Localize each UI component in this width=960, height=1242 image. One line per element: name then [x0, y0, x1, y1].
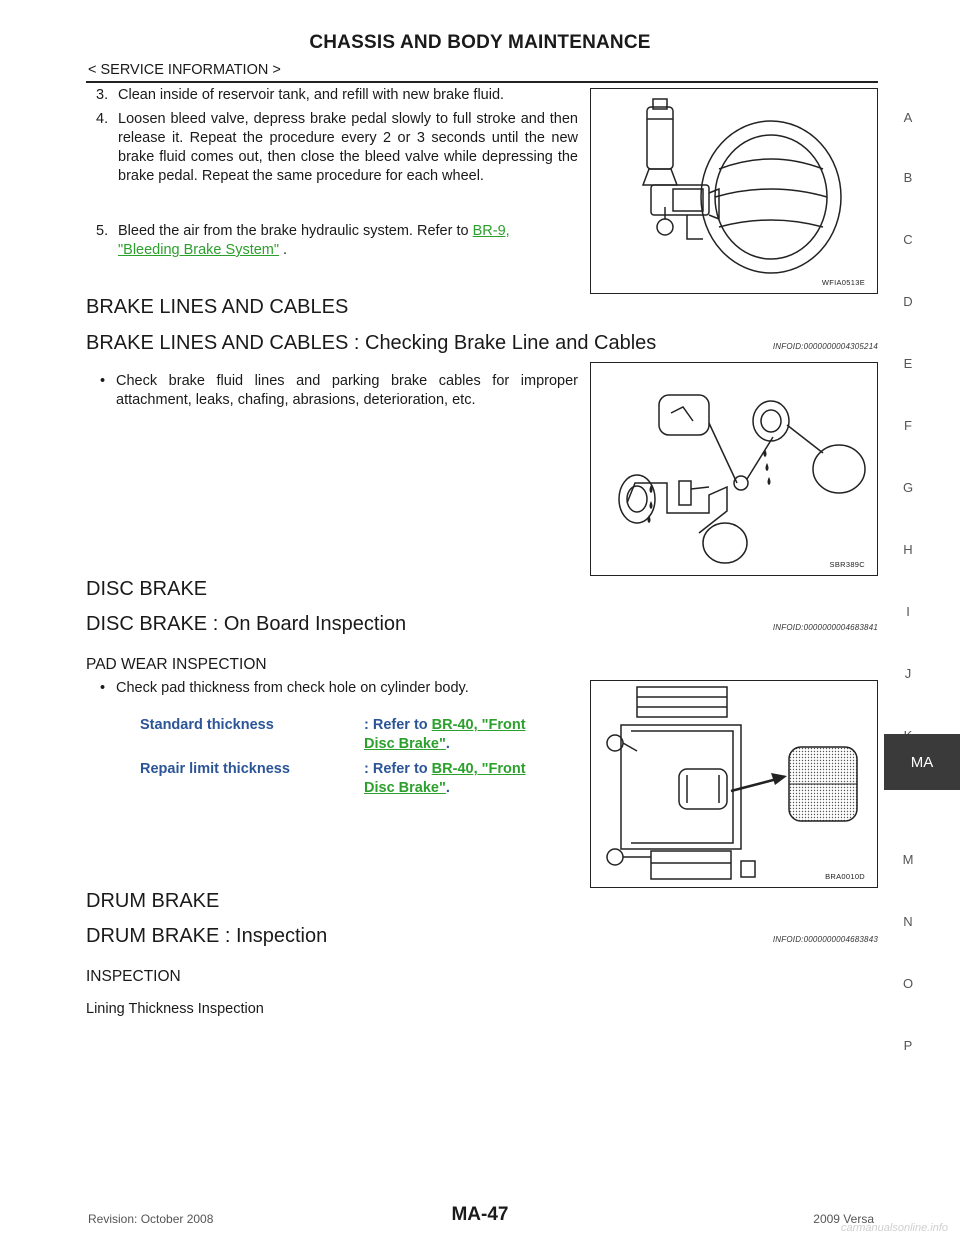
figure-master-cylinder: WFIA0513E: [590, 88, 878, 294]
subsection-pad-wear: PAD WEAR INSPECTION: [86, 656, 267, 673]
subheading-brake-lines: BRAKE LINES AND CABLES : Checking Brake …: [86, 332, 657, 354]
bullet-pad-thickness: • Check pad thickness from check hole on…: [100, 680, 469, 696]
subsubsection-lining-thickness: Lining Thickness Inspection: [86, 1001, 264, 1017]
link-front-disc-brake-repair[interactable]: Disc Brake": [364, 780, 446, 796]
index-letter[interactable]: H: [903, 542, 913, 557]
watermark: carmanualsonline.info: [840, 1222, 948, 1234]
index-letter[interactable]: D: [903, 294, 913, 309]
spec-repair-limit-value: : Refer to BR-40, "Front Disc Brake".: [364, 761, 526, 796]
heading-brake-lines: BRAKE LINES AND CABLES: [86, 296, 349, 318]
caliper-illustration: [606, 686, 858, 880]
index-letter[interactable]: E: [903, 356, 913, 371]
figure-code: WFIA0513E: [821, 278, 865, 287]
index-letter-active[interactable]: MA: [884, 734, 960, 790]
index-letter[interactable]: J: [904, 666, 912, 681]
footer-revision: Revision: October 2008: [88, 1212, 214, 1226]
index-letter[interactable]: B: [903, 170, 913, 185]
heading-drum-brake: DRUM BRAKE: [86, 890, 220, 912]
step-3: 3. Clean inside of reservoir tank, and r…: [96, 87, 505, 103]
step-5: 5. Bleed the air from the brake hydrauli…: [96, 223, 510, 258]
index-letter[interactable]: C: [903, 232, 913, 247]
brake-lines-illustration: [618, 394, 866, 564]
index-letter[interactable]: O: [902, 976, 914, 991]
link-br-40-repair[interactable]: BR-40, "Front: [431, 761, 526, 777]
infoid-disc-brake: INFOID:0000000004683841: [772, 623, 878, 632]
breadcrumb: < SERVICE INFORMATION >: [88, 62, 281, 78]
index-letter[interactable]: I: [906, 604, 910, 619]
index-letter[interactable]: G: [902, 480, 914, 495]
header-rule: [86, 81, 878, 83]
figure-caliper: BRA0010D: [590, 680, 878, 888]
index-letter[interactable]: F: [904, 418, 912, 433]
spec-repair-limit-label: Repair limit thickness: [140, 761, 290, 777]
link-front-disc-brake-standard[interactable]: Disc Brake": [364, 736, 446, 752]
figure-code: BRA0010D: [825, 872, 865, 881]
subsection-inspection: INSPECTION: [86, 968, 181, 985]
infoid-brake-lines: INFOID:0000000004305214: [772, 342, 878, 351]
index-letter[interactable]: N: [903, 914, 913, 929]
link-br-9[interactable]: BR-9,: [472, 223, 510, 239]
subheading-drum-brake: DRUM BRAKE : Inspection: [86, 925, 328, 947]
step-4: 4. Loosen bleed valve, depress brake ped…: [96, 111, 578, 184]
index-letter[interactable]: P: [903, 1038, 913, 1053]
figure-code: SBR389C: [829, 560, 865, 569]
link-bleeding-brake-system[interactable]: "Bleeding Brake System": [118, 242, 280, 258]
figure-brake-lines: SBR389C: [590, 362, 878, 576]
spec-standard-thickness-label: Standard thickness: [140, 717, 274, 733]
index-letter[interactable]: A: [903, 110, 913, 125]
spec-standard-thickness-value: : Refer to BR-40, "Front Disc Brake".: [364, 717, 526, 752]
subheading-disc-brake: DISC BRAKE : On Board Inspection: [86, 613, 407, 635]
infoid-drum-brake: INFOID:0000000004683843: [772, 935, 878, 944]
index-letter[interactable]: M: [902, 852, 914, 867]
master-cylinder-illustration: [641, 98, 842, 274]
page-title: CHASSIS AND BODY MAINTENANCE: [309, 32, 651, 53]
link-br-40-standard[interactable]: BR-40, "Front: [431, 717, 526, 733]
heading-disc-brake: DISC BRAKE: [86, 578, 208, 600]
bullet-brake-lines: • Check brake fluid lines and parking br…: [100, 373, 578, 408]
footer-page-number: MA-47: [451, 1204, 509, 1225]
footer-model: 2009 Versa: [813, 1212, 874, 1226]
